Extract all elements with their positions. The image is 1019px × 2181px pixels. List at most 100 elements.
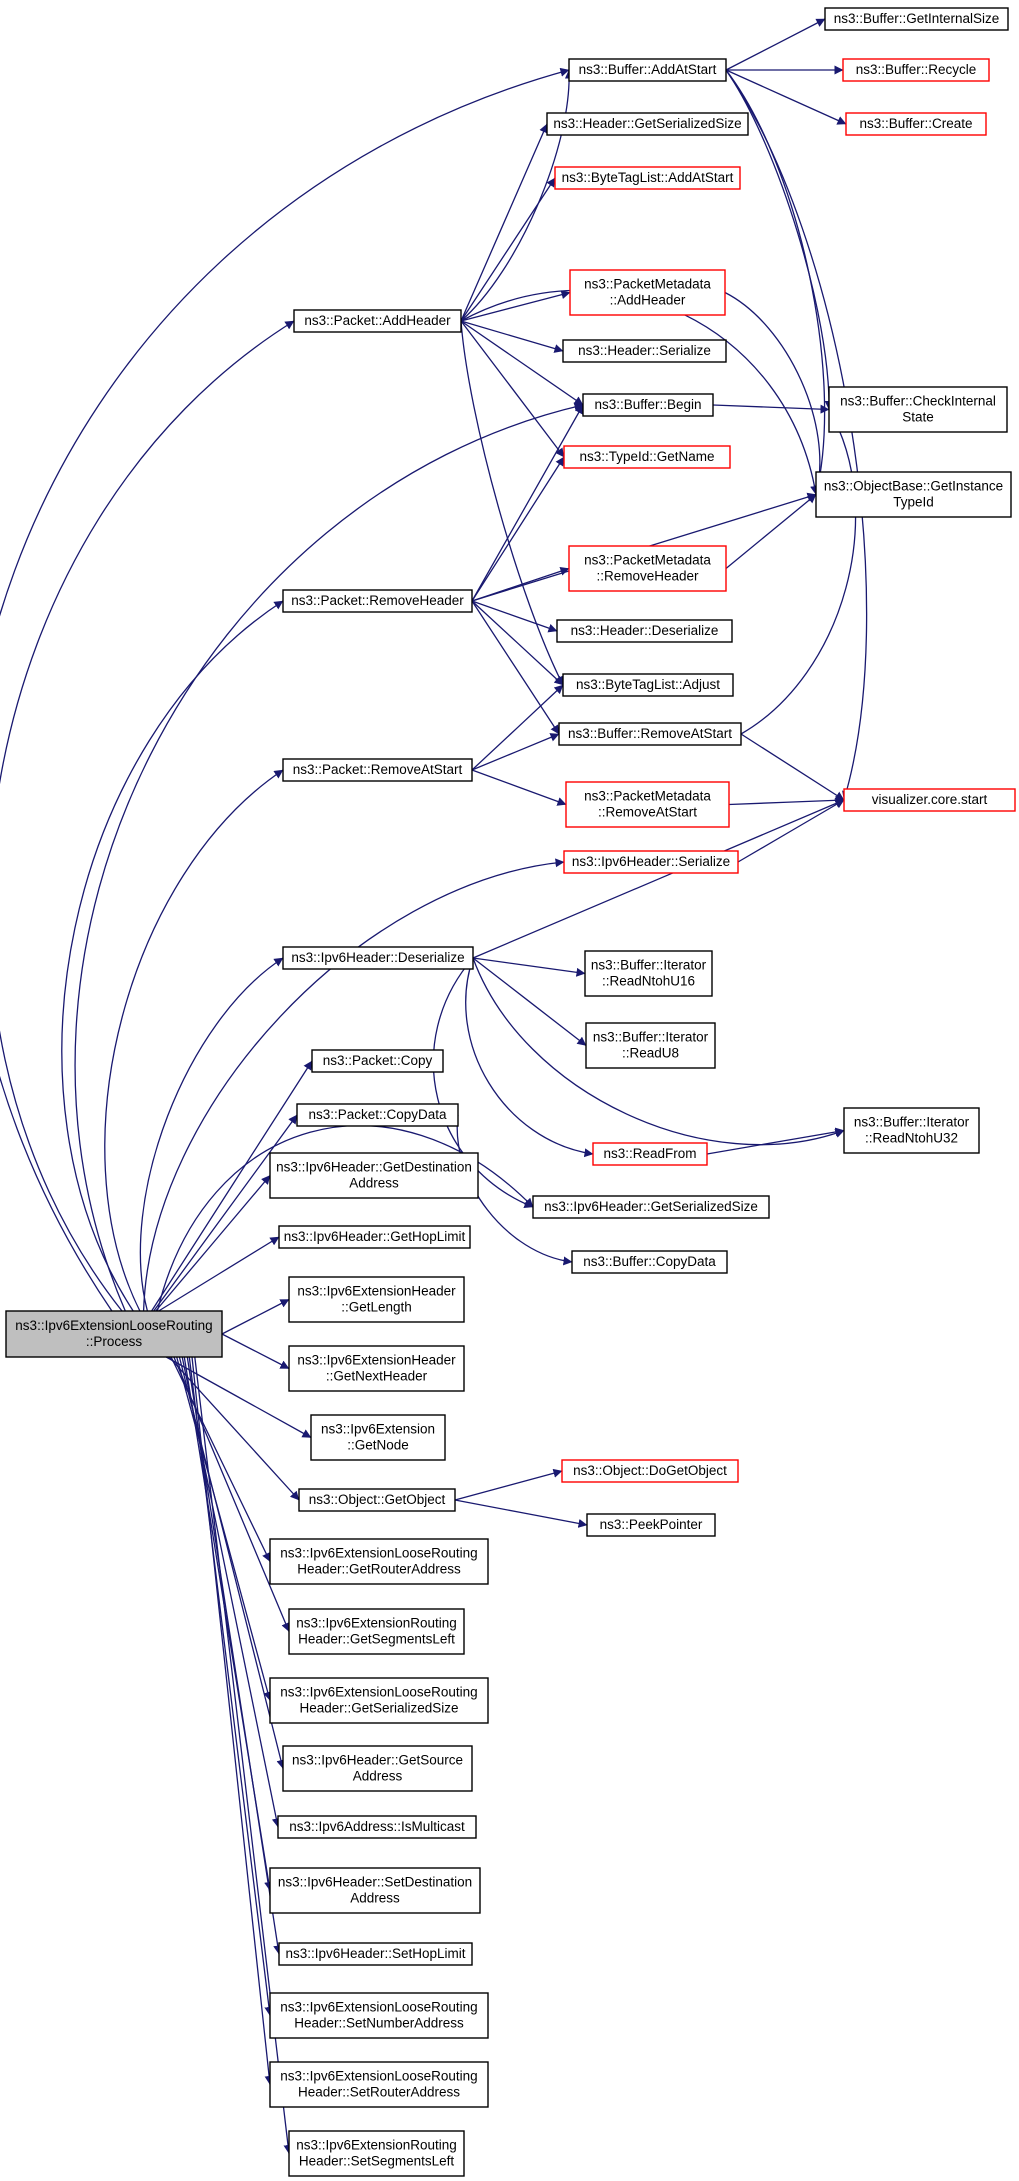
node-lrh-getrouteraddress[interactable]: ns3::Ipv6ExtensionLooseRoutingHeader::Ge… — [269, 1538, 489, 1585]
node-box[interactable] — [5, 1310, 223, 1358]
node-buf-addatstart[interactable]: ns3::Buffer::AddAtStart — [568, 58, 727, 82]
node-ipv6hdr-getserializedsize[interactable]: ns3::Ipv6Header::GetSerializedSize — [532, 1195, 770, 1219]
node-box[interactable] — [843, 788, 1016, 812]
node-box[interactable] — [558, 722, 742, 746]
node-box[interactable] — [568, 58, 727, 82]
node-ipv6addr-ismulticast[interactable]: ns3::Ipv6Address::IsMulticast — [277, 1815, 477, 1839]
node-it-readntohu32[interactable]: ns3::Buffer::Iterator::ReadNtohU32 — [843, 1107, 980, 1154]
node-pm-removeatstart[interactable]: ns3::PacketMetadata::RemoveAtStart — [565, 781, 730, 828]
node-pkt-removeheader[interactable]: ns3::Packet::RemoveHeader — [282, 589, 473, 613]
node-typeid-getname[interactable]: ns3::TypeId::GetName — [563, 445, 731, 469]
node-box[interactable] — [586, 1513, 716, 1537]
node-exthdr-getlength[interactable]: ns3::Ipv6ExtensionHeader::GetLength — [288, 1276, 465, 1323]
node-box[interactable] — [845, 112, 987, 136]
node-btl-adjust[interactable]: ns3::ByteTagList::Adjust — [562, 673, 734, 697]
node-pkt-addheader[interactable]: ns3::Packet::AddHeader — [293, 309, 462, 333]
node-box[interactable] — [546, 112, 749, 136]
node-buf-getinternalsize[interactable]: ns3::Buffer::GetInternalSize — [824, 7, 1009, 31]
node-box[interactable] — [561, 1459, 739, 1483]
node-box[interactable] — [828, 386, 1008, 433]
node-box[interactable] — [288, 1276, 465, 1323]
node-box[interactable] — [269, 1677, 489, 1724]
node-root[interactable]: ns3::Ipv6ExtensionLooseRouting::Process — [5, 1310, 223, 1358]
node-box[interactable] — [269, 1867, 481, 1914]
node-hdr-serialize[interactable]: ns3::Header::Serialize — [562, 339, 727, 363]
node-readfrom[interactable]: ns3::ReadFrom — [592, 1142, 708, 1166]
node-ipv6hdr-serialize[interactable]: ns3::Ipv6Header::Serialize — [563, 850, 739, 874]
node-lrh-getserializedsize[interactable]: ns3::Ipv6ExtensionLooseRoutingHeader::Ge… — [269, 1677, 489, 1724]
node-box[interactable] — [269, 2061, 489, 2108]
node-box[interactable] — [563, 445, 731, 469]
node-obj-dogetobject[interactable]: ns3::Object::DoGetObject — [561, 1459, 739, 1483]
node-box[interactable] — [584, 950, 713, 997]
node-box[interactable] — [269, 1538, 489, 1585]
node-box[interactable] — [532, 1195, 770, 1219]
node-box[interactable] — [282, 589, 473, 613]
node-box[interactable] — [815, 471, 1012, 518]
node-rh-getsegmentsleft[interactable]: ns3::Ipv6ExtensionRoutingHeader::GetSegm… — [288, 1608, 465, 1655]
node-box[interactable] — [278, 1942, 473, 1966]
node-box[interactable] — [278, 1225, 471, 1249]
node-box[interactable] — [843, 1107, 980, 1154]
node-ipv6hdr-sethoplimit[interactable]: ns3::Ipv6Header::SetHopLimit — [278, 1942, 473, 1966]
node-pkt-copy[interactable]: ns3::Packet::Copy — [311, 1049, 444, 1073]
node-box[interactable] — [298, 1488, 456, 1512]
node-it-readntohu16[interactable]: ns3::Buffer::Iterator::ReadNtohU16 — [584, 950, 713, 997]
node-box[interactable] — [571, 1250, 728, 1274]
node-box[interactable] — [585, 1022, 716, 1069]
node-box[interactable] — [282, 946, 474, 970]
node-hdr-getserializedsize[interactable]: ns3::Header::GetSerializedSize — [546, 112, 749, 136]
node-box[interactable] — [282, 1745, 473, 1792]
node-box[interactable] — [269, 1992, 489, 2039]
node-buf-begin[interactable]: ns3::Buffer::Begin — [582, 393, 714, 417]
node-box[interactable] — [296, 1103, 459, 1127]
node-box[interactable] — [824, 7, 1009, 31]
node-exthdr-getnextheader[interactable]: ns3::Ipv6ExtensionHeader::GetNextHeader — [288, 1345, 465, 1392]
node-box[interactable] — [842, 58, 990, 82]
node-pm-addheader[interactable]: ns3::PacketMetadata::AddHeader — [569, 269, 726, 316]
node-hdr-deserialize[interactable]: ns3::Header::Deserialize — [556, 619, 733, 643]
node-pm-removeheader[interactable]: ns3::PacketMetadata::RemoveHeader — [568, 545, 727, 592]
node-lrh-setrouteraddress[interactable]: ns3::Ipv6ExtensionLooseRoutingHeader::Se… — [269, 2061, 489, 2108]
node-box[interactable] — [311, 1049, 444, 1073]
node-buf-removeatstart[interactable]: ns3::Buffer::RemoveAtStart — [558, 722, 742, 746]
node-pkt-removeatstart[interactable]: ns3::Packet::RemoveAtStart — [282, 758, 473, 782]
node-box[interactable] — [288, 2130, 465, 2177]
node-ipv6hdr-gethoplimit[interactable]: ns3::Ipv6Header::GetHopLimit — [278, 1225, 471, 1249]
node-btl-addatstart[interactable]: ns3::ByteTagList::AddAtStart — [554, 166, 741, 190]
node-box[interactable] — [562, 339, 727, 363]
node-vis-start[interactable]: visualizer.core.start — [843, 788, 1016, 812]
node-rh-setsegmentsleft[interactable]: ns3::Ipv6ExtensionRoutingHeader::SetSegm… — [288, 2130, 465, 2177]
node-box[interactable] — [277, 1815, 477, 1839]
node-it-readu8[interactable]: ns3::Buffer::Iterator::ReadU8 — [585, 1022, 716, 1069]
node-lrh-setnumberaddress[interactable]: ns3::Ipv6ExtensionLooseRoutingHeader::Se… — [269, 1992, 489, 2039]
node-box[interactable] — [288, 1608, 465, 1655]
node-box[interactable] — [310, 1414, 446, 1461]
node-obj-getobject[interactable]: ns3::Object::GetObject — [298, 1488, 456, 1512]
node-box[interactable] — [592, 1142, 708, 1166]
node-box[interactable] — [282, 758, 473, 782]
node-box[interactable] — [565, 781, 730, 828]
node-box[interactable] — [562, 673, 734, 697]
node-peekpointer[interactable]: ns3::PeekPointer — [586, 1513, 716, 1537]
node-ipv6hdr-deserialize[interactable]: ns3::Ipv6Header::Deserialize — [282, 946, 474, 970]
node-box[interactable] — [269, 1152, 479, 1199]
node-box[interactable] — [554, 166, 741, 190]
node-box[interactable] — [563, 850, 739, 874]
node-box[interactable] — [556, 619, 733, 643]
node-buf-copydata[interactable]: ns3::Buffer::CopyData — [571, 1250, 728, 1274]
node-buf-create[interactable]: ns3::Buffer::Create — [845, 112, 987, 136]
node-box[interactable] — [293, 309, 462, 333]
node-box[interactable] — [568, 545, 727, 592]
node-ext-getnode[interactable]: ns3::Ipv6Extension::GetNode — [310, 1414, 446, 1461]
node-box[interactable] — [288, 1345, 465, 1392]
node-pkt-copydata[interactable]: ns3::Packet::CopyData — [296, 1103, 459, 1127]
node-box[interactable] — [569, 269, 726, 316]
node-buf-recycle[interactable]: ns3::Buffer::Recycle — [842, 58, 990, 82]
node-box[interactable] — [582, 393, 714, 417]
